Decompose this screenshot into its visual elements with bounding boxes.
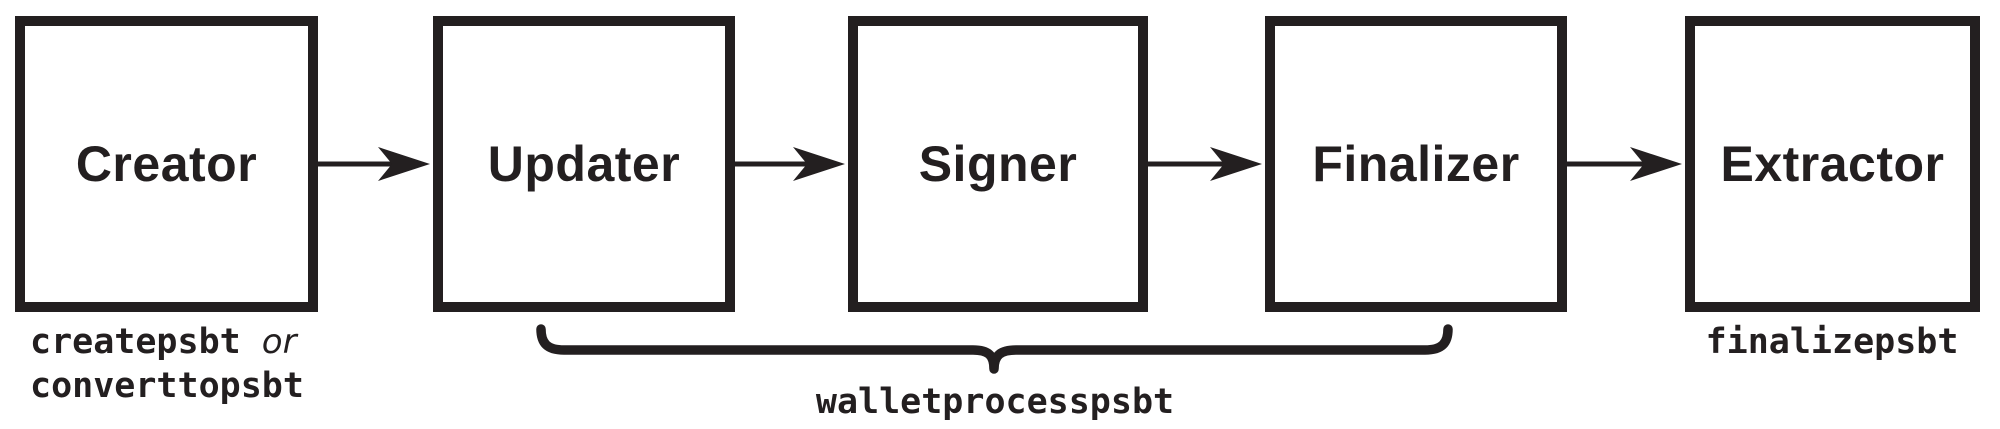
creator-caption-code1: createpsbt: [30, 322, 241, 362]
box-signer-label: Signer: [918, 136, 1078, 192]
arrow-finalizer-to-extractor-icon: [1567, 147, 1682, 181]
box-finalizer-label: Finalizer: [1312, 136, 1520, 192]
box-signer: Signer: [848, 16, 1148, 312]
creator-caption-code2: converttopsbt: [30, 366, 304, 406]
box-finalizer: Finalizer: [1265, 16, 1567, 312]
creator-caption-line1: createpsbt or: [30, 320, 304, 364]
box-creator-label: Creator: [75, 136, 258, 192]
creator-caption: createpsbt or converttopsbt: [30, 320, 304, 408]
creator-caption-conjunction: or: [261, 322, 297, 362]
box-updater-label: Updater: [487, 136, 681, 192]
extractor-caption: finalizepsbt: [1705, 322, 1959, 362]
arrow-updater-to-signer-icon: [735, 147, 845, 181]
brace-caption: walletprocesspsbt: [815, 382, 1175, 422]
box-extractor: Extractor: [1685, 16, 1980, 312]
creator-caption-line2: converttopsbt: [30, 364, 304, 408]
box-extractor-label: Extractor: [1720, 136, 1945, 192]
underbrace-icon: [536, 324, 1453, 374]
box-creator: Creator: [15, 16, 318, 312]
box-updater: Updater: [433, 16, 735, 312]
arrow-creator-to-updater-icon: [318, 147, 430, 181]
arrow-signer-to-finalizer-icon: [1148, 147, 1262, 181]
